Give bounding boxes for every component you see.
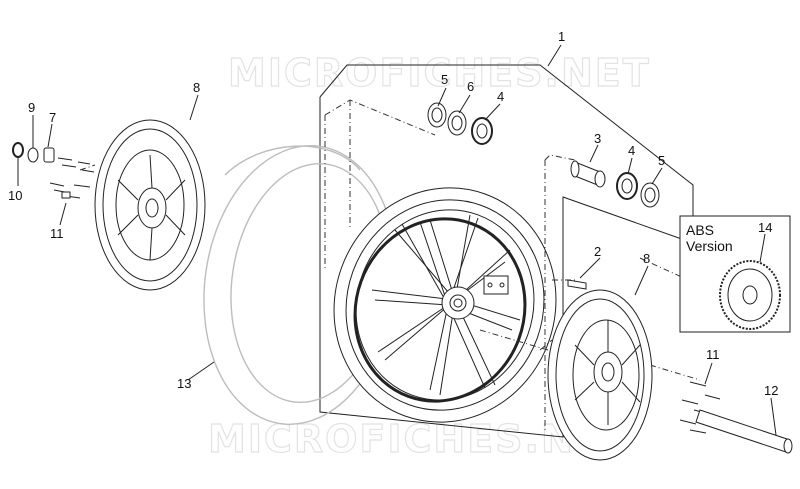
brake-disc-left	[94, 119, 206, 291]
right-spacer-bearings	[570, 160, 660, 208]
callout-4-top: 4	[497, 89, 504, 104]
upper-bearings	[427, 102, 493, 145]
wheel-spokes	[371, 214, 521, 396]
callout-5-right: 5	[658, 153, 665, 168]
leader-lines	[17, 44, 777, 436]
callout-2: 2	[594, 244, 601, 259]
version-label: Version	[686, 238, 733, 254]
abs-version-box: ABS Version	[679, 215, 791, 333]
callout-6: 6	[467, 79, 474, 94]
callout-8-right: 8	[643, 251, 650, 266]
left-small-parts	[12, 142, 95, 199]
callout-10: 10	[8, 188, 22, 203]
callout-9: 9	[28, 100, 35, 115]
callout-1: 1	[558, 29, 565, 44]
wheel-rim	[333, 187, 557, 423]
callout-7: 7	[49, 110, 56, 125]
callout-12: 12	[764, 383, 778, 398]
callout-11-right: 11	[706, 347, 720, 362]
wheel-axle	[695, 409, 793, 454]
brake-disc-right	[547, 289, 653, 461]
watermark-top: MICROFICHES.NET	[228, 51, 651, 95]
callout-14: 14	[758, 220, 772, 235]
callout-4-right: 4	[628, 143, 635, 158]
callout-13: 13	[177, 376, 191, 391]
callout-8-left: 8	[193, 80, 200, 95]
callout-11-left: 11	[50, 226, 64, 241]
guide-lines	[79, 99, 711, 430]
callout-3: 3	[594, 131, 601, 146]
abs-label: ABS	[686, 222, 714, 238]
callout-labels: 1 2 3 4 4 5 5 6 7 8 8 9 10 11 11 12 13 1…	[8, 29, 778, 398]
callout-5-top: 5	[441, 72, 448, 87]
bolt-part-2	[567, 279, 587, 290]
